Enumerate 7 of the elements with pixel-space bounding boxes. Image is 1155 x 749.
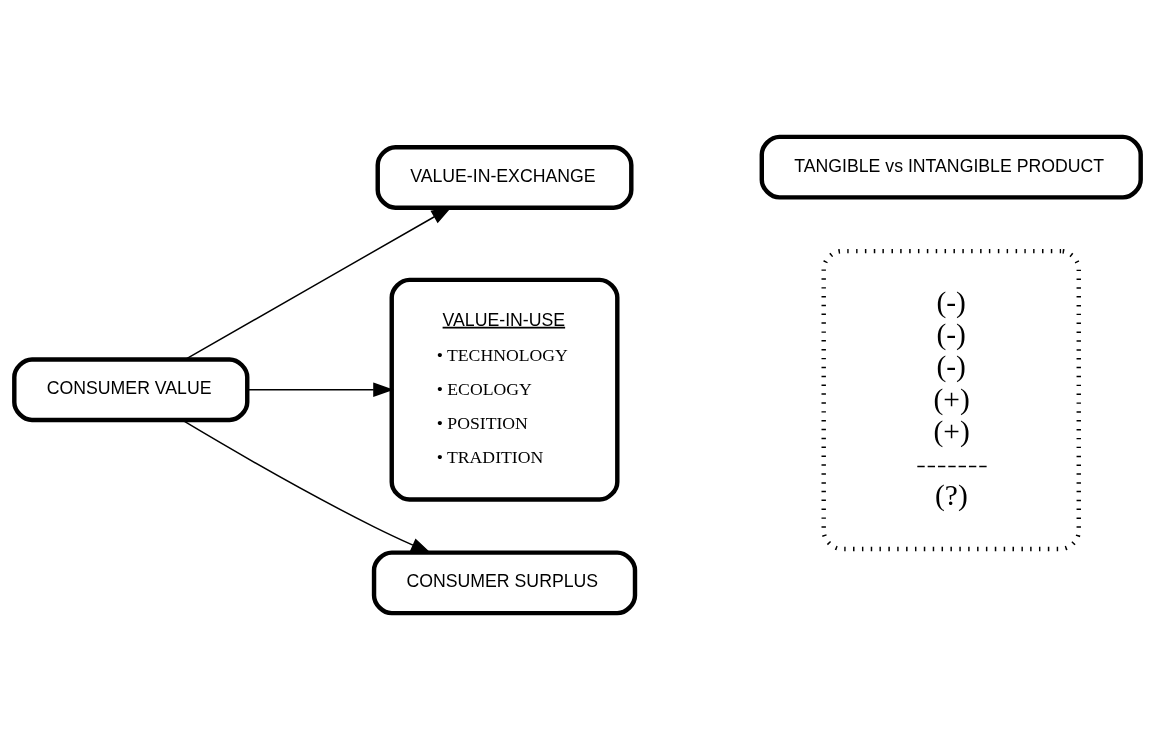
- node-box: VALUE-IN-USE • TECHNOLOGY • ECOLOGY • POSITION • TRADITION: [389, 277, 620, 502]
- node-box: CONSUMER SURPLUS: [371, 549, 638, 615]
- node-box: TANGIBLE vs INTANGIBLE PRODUCT: [759, 134, 1143, 200]
- node-box: CONSUMER VALUE: [12, 356, 250, 422]
- node-box: VALUE-IN-EXCHANGE: [375, 144, 634, 210]
- arrow: [181, 419, 432, 553]
- node-box: (-) (-) (-) (+) (+) (?): [821, 248, 1081, 551]
